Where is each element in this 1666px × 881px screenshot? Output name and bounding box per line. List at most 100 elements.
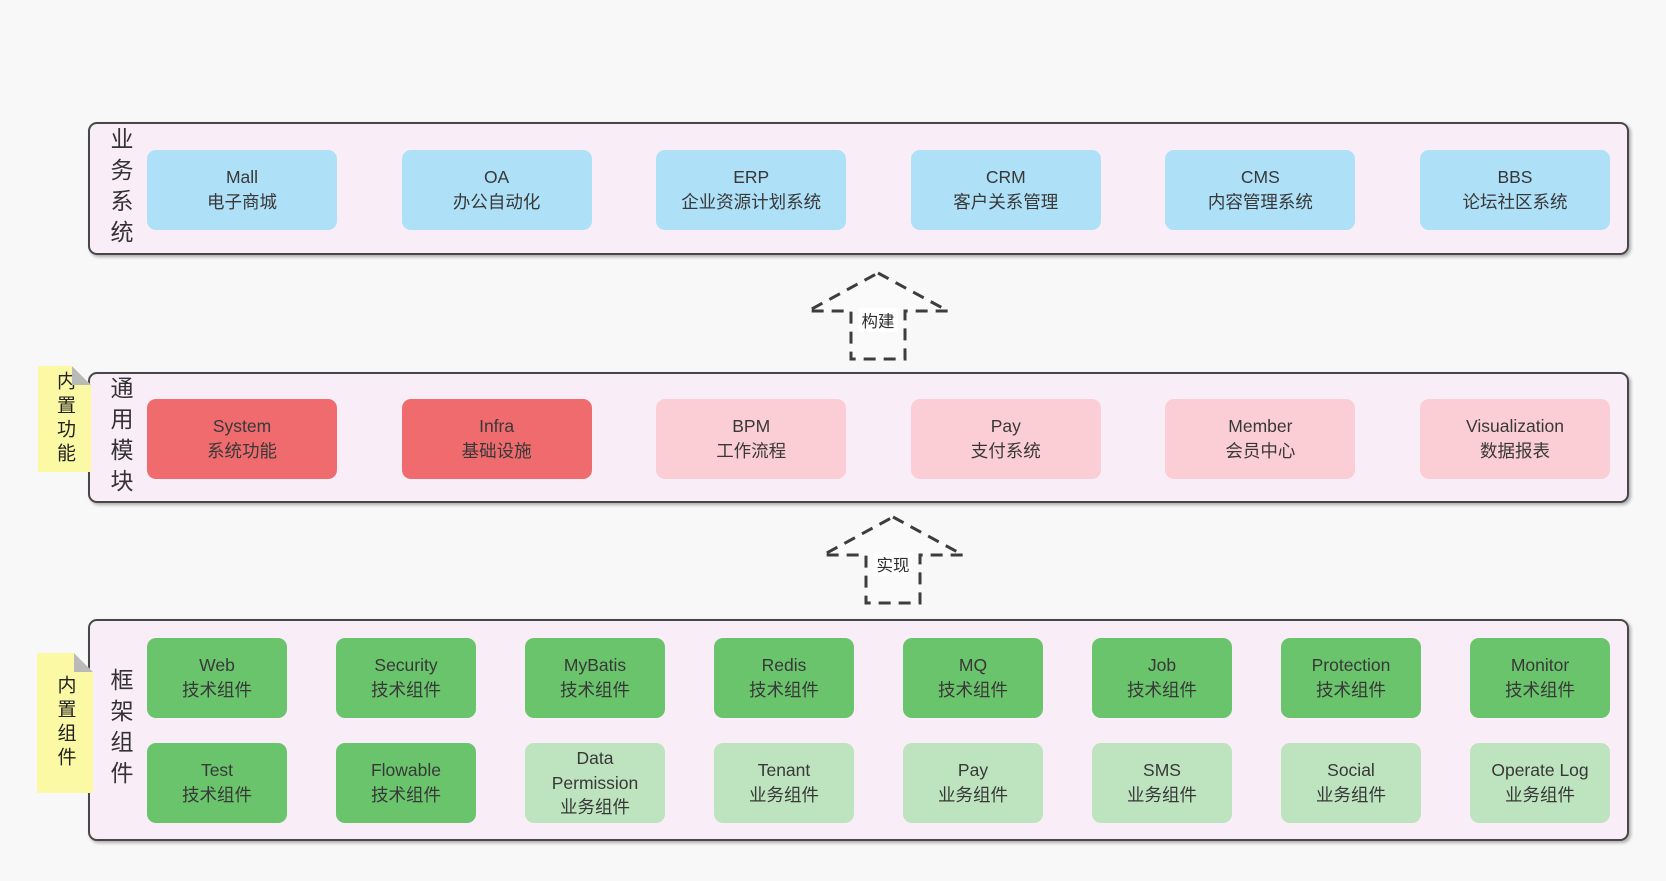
module-name: Security bbox=[374, 655, 438, 676]
module-subtitle: 技术组件 bbox=[182, 785, 252, 805]
module-name: SMS bbox=[1143, 760, 1181, 781]
module-name: OA bbox=[483, 167, 510, 188]
module-name: Pay bbox=[990, 416, 1021, 437]
module-subtitle: 客户关系管理 bbox=[953, 192, 1059, 212]
module-name: BBS bbox=[1497, 167, 1533, 188]
module-name: CMS bbox=[1240, 167, 1280, 188]
band-label-common-modules: 通用模块 bbox=[107, 375, 133, 500]
module-name: Test bbox=[200, 760, 234, 781]
module-subtitle: 基础设施 bbox=[461, 441, 532, 461]
module-name: MyBatis bbox=[563, 655, 627, 676]
module-box: Pay 业务组件 bbox=[903, 743, 1043, 823]
module-box: MQ 技术组件 bbox=[903, 638, 1043, 718]
module-name: Operate Log bbox=[1491, 760, 1589, 781]
module-name: ERP bbox=[733, 167, 770, 188]
module-name: Protection bbox=[1311, 655, 1391, 676]
module-box: ERP 企业资源计划系统 bbox=[656, 150, 847, 230]
module-subtitle: 技术组件 bbox=[182, 680, 252, 700]
framework-biz-row: Test 技术组件 Flowable 技术组件 Data Permission … bbox=[147, 743, 1610, 823]
module-subtitle: 技术组件 bbox=[1316, 680, 1386, 700]
module-box: MyBatis 技术组件 bbox=[525, 638, 665, 718]
module-box: Pay 支付系统 bbox=[910, 399, 1101, 479]
module-subtitle: 会员中心 bbox=[1225, 441, 1296, 461]
build-arrow: 构建 bbox=[805, 270, 951, 362]
band-framework-components: 框架组件 Web 技术组件 Security 技术组件 MyBatis 技术组件… bbox=[88, 619, 1629, 841]
module-box: Operate Log 业务组件 bbox=[1470, 743, 1610, 823]
module-name: Web bbox=[199, 655, 235, 676]
common-modules-row: System 系统功能 Infra 基础设施 BPM 工作流程 Pay 支付系统… bbox=[147, 399, 1610, 479]
module-name: Social bbox=[1327, 760, 1375, 781]
sticky-note-builtin-components: 内置组件 bbox=[37, 653, 93, 793]
module-box: Web 技术组件 bbox=[147, 638, 287, 718]
module-name: Mall bbox=[225, 167, 259, 188]
framework-tech-row: Web 技术组件 Security 技术组件 MyBatis 技术组件 Redi… bbox=[147, 638, 1610, 718]
module-subtitle: 技术组件 bbox=[938, 680, 1008, 700]
module-box: BPM 工作流程 bbox=[656, 399, 847, 479]
module-box: Test 技术组件 bbox=[147, 743, 287, 823]
module-box: OA 办公自动化 bbox=[401, 150, 592, 230]
module-subtitle: 技术组件 bbox=[371, 680, 441, 700]
module-name: MQ bbox=[958, 655, 988, 676]
module-subtitle: 电子商城 bbox=[207, 192, 277, 212]
module-name: Tenant bbox=[757, 760, 811, 781]
module-subtitle: 业务组件 bbox=[938, 785, 1008, 805]
module-subtitle: 技术组件 bbox=[1127, 680, 1197, 700]
module-name: Flowable bbox=[370, 760, 442, 781]
module-box: Job 技术组件 bbox=[1092, 638, 1232, 718]
module-box: CRM 客户关系管理 bbox=[910, 150, 1101, 230]
module-box: Data Permission 业务组件 bbox=[525, 743, 665, 823]
module-box: BBS 论坛社区系统 bbox=[1419, 150, 1610, 230]
module-subtitle: 技术组件 bbox=[371, 785, 441, 805]
module-subtitle: 业务组件 bbox=[560, 797, 630, 818]
module-name: Redis bbox=[761, 655, 807, 676]
module-name: CRM bbox=[985, 167, 1026, 188]
band-business-systems: 业务系统 Mall 电子商城 OA 办公自动化 ERP 企业资源计划系统 CRM… bbox=[88, 122, 1629, 255]
module-box: Protection 技术组件 bbox=[1281, 638, 1421, 718]
implement-arrow: 实现 bbox=[820, 514, 966, 606]
build-arrow-label: 构建 bbox=[858, 308, 898, 332]
module-box: Tenant 业务组件 bbox=[714, 743, 854, 823]
module-box: Visualization 数据报表 bbox=[1419, 399, 1610, 479]
module-subtitle: 技术组件 bbox=[1505, 680, 1575, 700]
module-box: Flowable 技术组件 bbox=[336, 743, 476, 823]
module-subtitle: 内容管理系统 bbox=[1207, 192, 1313, 212]
module-name: Pay bbox=[957, 760, 989, 781]
module-subtitle: 技术组件 bbox=[560, 680, 630, 700]
module-box: Redis 技术组件 bbox=[714, 638, 854, 718]
module-box: Monitor 技术组件 bbox=[1470, 638, 1610, 718]
module-name: Infra bbox=[479, 416, 515, 437]
module-box: CMS 内容管理系统 bbox=[1165, 150, 1356, 230]
business-systems-row: Mall 电子商城 OA 办公自动化 ERP 企业资源计划系统 CRM 客户关系… bbox=[147, 150, 1610, 230]
module-name: Job bbox=[1147, 655, 1177, 676]
module-subtitle: 技术组件 bbox=[749, 680, 819, 700]
implement-arrow-label: 实现 bbox=[873, 552, 913, 576]
module-subtitle: 企业资源计划系统 bbox=[681, 192, 822, 212]
band-label-framework-components: 框架组件 bbox=[107, 668, 133, 792]
module-box: Social 业务组件 bbox=[1281, 743, 1421, 823]
module-box: Infra 基础设施 bbox=[401, 399, 592, 479]
module-subtitle: 业务组件 bbox=[1316, 785, 1386, 805]
module-name: System bbox=[212, 416, 272, 437]
sticky-note-text: 内置功能 bbox=[54, 371, 75, 467]
band-common-modules: 通用模块 System 系统功能 Infra 基础设施 BPM 工作流程 Pay… bbox=[88, 372, 1629, 503]
module-name: BPM bbox=[732, 416, 771, 437]
module-box: Mall 电子商城 bbox=[147, 150, 337, 230]
module-box: System 系统功能 bbox=[147, 399, 337, 479]
module-subtitle: 论坛社区系统 bbox=[1462, 192, 1568, 212]
band-label-business-systems: 业务系统 bbox=[107, 126, 133, 251]
module-subtitle: 业务组件 bbox=[1505, 785, 1575, 805]
module-subtitle: 办公自动化 bbox=[452, 192, 541, 212]
module-name: Member bbox=[1228, 416, 1293, 437]
module-name: Monitor bbox=[1510, 655, 1570, 676]
module-subtitle: 支付系统 bbox=[970, 441, 1041, 461]
module-subtitle: 业务组件 bbox=[1127, 785, 1197, 805]
module-name: Data Permission bbox=[551, 747, 639, 793]
sticky-note-text: 内置组件 bbox=[54, 675, 76, 771]
module-box: Security 技术组件 bbox=[336, 638, 476, 718]
module-subtitle: 数据报表 bbox=[1479, 441, 1550, 461]
module-subtitle: 工作流程 bbox=[716, 441, 787, 461]
module-name: Visualization bbox=[1466, 416, 1564, 437]
module-subtitle: 系统功能 bbox=[207, 441, 277, 461]
sticky-note-builtin-features: 内置功能 bbox=[38, 366, 91, 472]
module-subtitle: 业务组件 bbox=[749, 785, 819, 805]
